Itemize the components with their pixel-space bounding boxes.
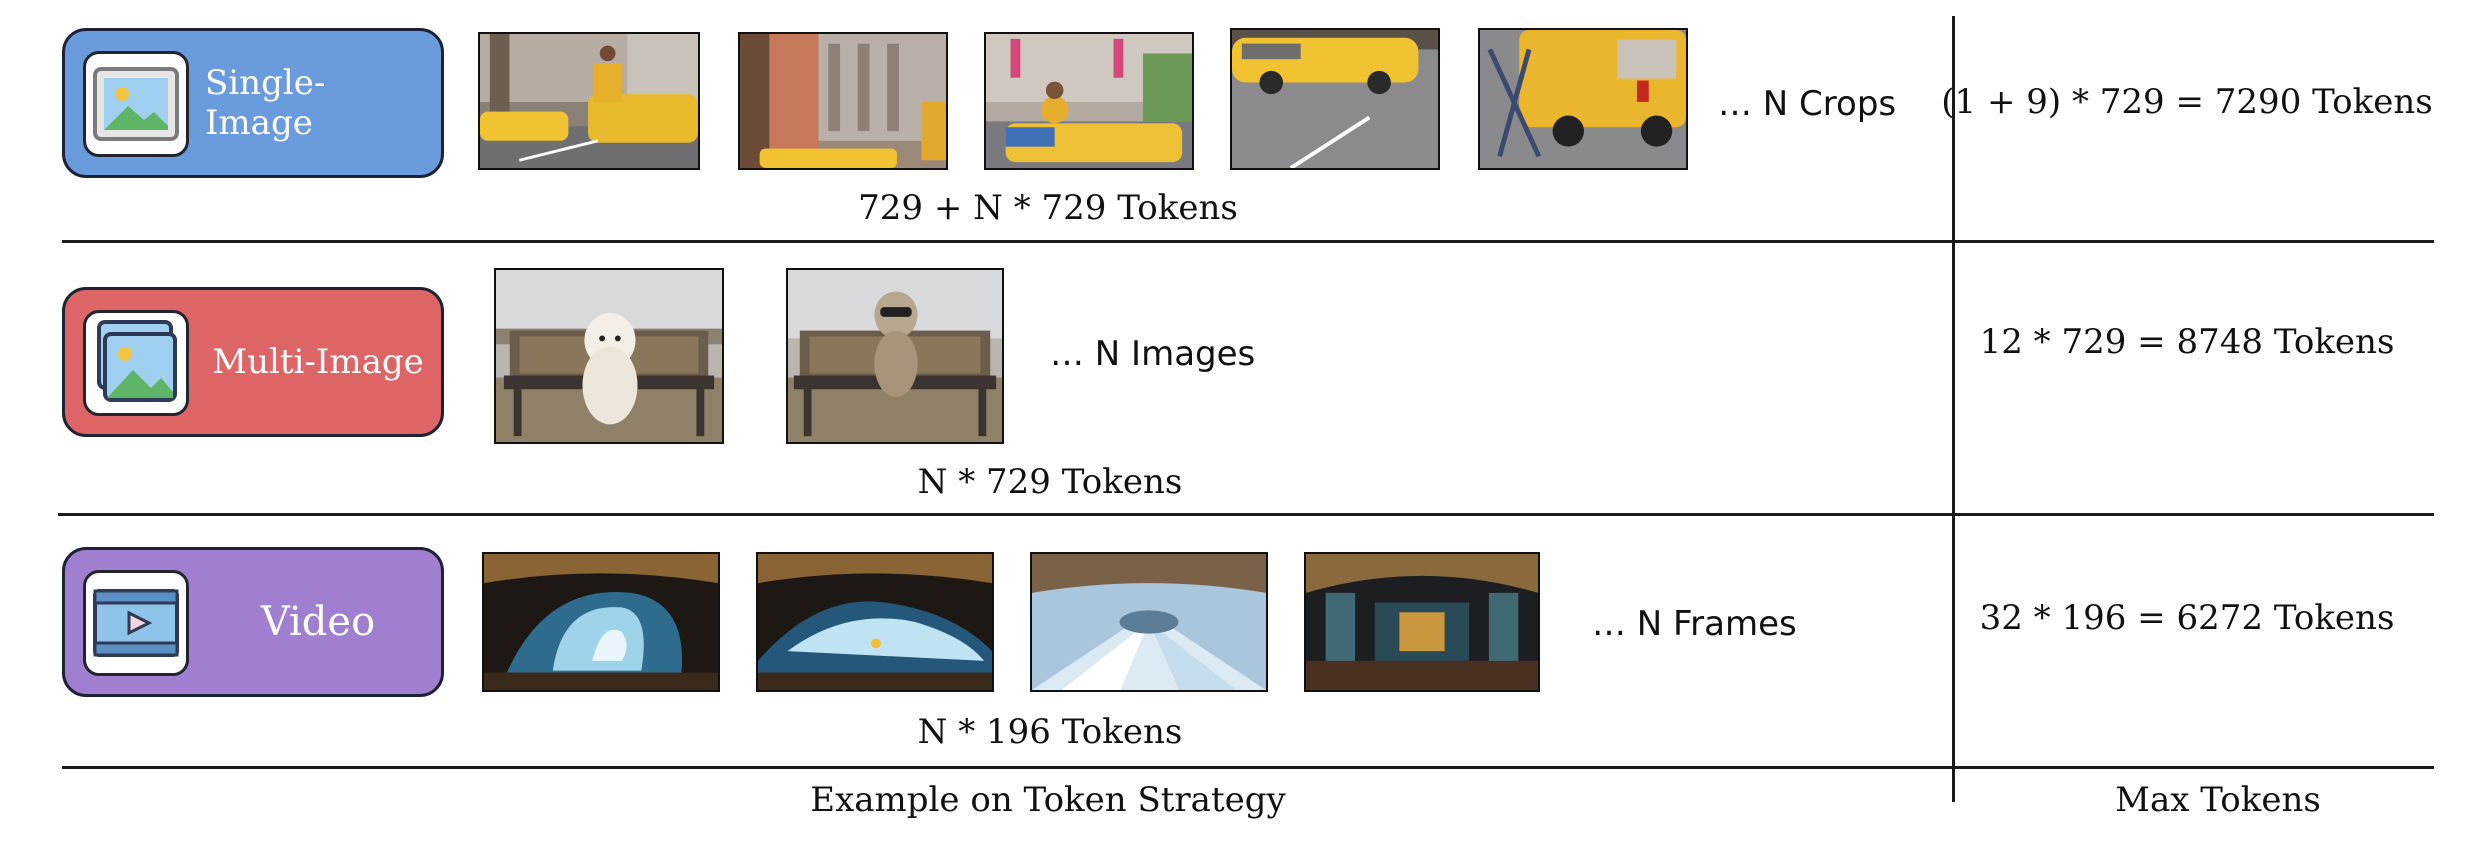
image-thumbnail-dog <box>494 268 724 444</box>
badge-label: Video <box>260 599 376 645</box>
video-frame-1 <box>482 552 720 692</box>
more-frames-text: … N Frames <box>1592 604 1797 644</box>
more-crops-text: … N Crops <box>1718 84 1897 124</box>
badge-label: Single-Image <box>205 63 326 143</box>
max-tokens-caption: Max Tokens <box>2115 780 2321 820</box>
row-divider-2 <box>58 513 2434 516</box>
row-divider-3 <box>62 766 2434 769</box>
token-strategy-caption: Example on Token Strategy <box>810 780 1286 820</box>
multi-image-badge: Multi-Image <box>62 287 444 437</box>
single-image-badge: Single-Image <box>62 28 444 178</box>
column-divider <box>1952 16 1955 802</box>
video-icon <box>83 570 189 676</box>
crop-thumbnail-5 <box>1478 28 1688 170</box>
crop-thumbnail-1 <box>478 32 700 170</box>
video-badge: Video <box>62 547 444 697</box>
multi-image-icon <box>83 310 189 416</box>
multi-image-token-count: N * 729 Tokens <box>917 462 1183 502</box>
more-images-text: … N Images <box>1050 334 1256 374</box>
image-thumbnail-monkey <box>786 268 1004 444</box>
crop-thumbnail-4 <box>1230 28 1440 170</box>
image-icon <box>83 51 189 157</box>
multi-image-max-tokens: 12 * 729 = 8748 Tokens <box>1979 322 2395 362</box>
row-divider-1 <box>62 240 2434 243</box>
single-image-token-count: 729 + N * 729 Tokens <box>858 188 1238 228</box>
single-image-max-tokens: (1 + 9) * 729 = 7290 Tokens <box>1941 82 2433 122</box>
video-max-tokens: 32 * 196 = 6272 Tokens <box>1979 598 2395 638</box>
crop-thumbnail-2 <box>738 32 948 170</box>
video-frame-4 <box>1304 552 1540 692</box>
crop-thumbnail-3 <box>984 32 1194 170</box>
badge-label: Multi-Image <box>212 342 424 382</box>
video-token-count: N * 196 Tokens <box>917 712 1183 752</box>
video-frame-2 <box>756 552 994 692</box>
video-frame-3 <box>1030 552 1268 692</box>
